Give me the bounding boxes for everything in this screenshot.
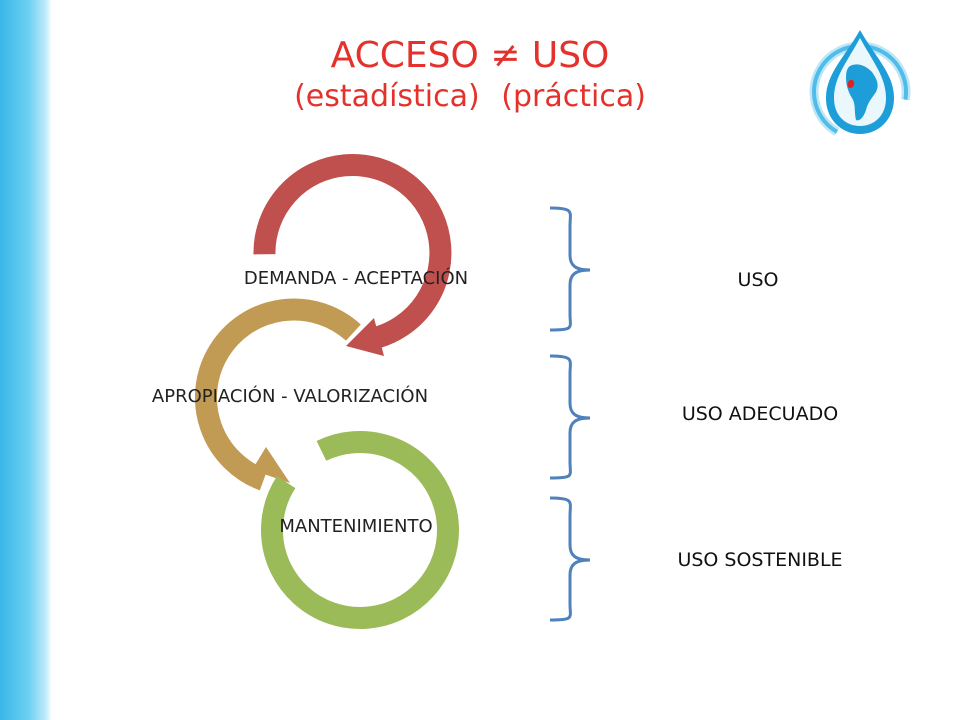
cycle-arrows (194, 153, 459, 629)
title-main: ACCESO ≠ USO (330, 35, 610, 76)
outcome-labels: USO USO ADECUADO USO SOSTENIBLE (677, 269, 842, 571)
cycle-arrow-mantenimiento (261, 431, 459, 629)
slide-title: ACCESO ≠ USO (estadística) (práctica) (250, 34, 690, 115)
subtitle-practice: (práctica) (501, 79, 646, 115)
side-decoration-bar (0, 0, 52, 720)
cycle-label-demanda: DEMANDA - ACEPTACIÓN (244, 267, 468, 289)
outcome-label-uso: USO (738, 269, 779, 291)
outcome-label-uso-sostenible: USO SOSTENIBLE (677, 549, 842, 571)
title-subtitle: (estadística) (práctica) (250, 79, 690, 115)
subtitle-statistics: (estadística) (294, 79, 480, 115)
cycle-label-apropiacion: APROPIACIÓN - VALORIZACIÓN (152, 385, 428, 407)
cycle-arrow-apropiacion (194, 298, 361, 491)
water-drop-america-icon (809, 30, 911, 143)
cycle-labels: DEMANDA - ACEPTACIÓN APROPIACIÓN - VALOR… (152, 267, 468, 537)
brace-uso (549, 206, 591, 332)
brace-uso-sostenible (549, 496, 591, 622)
right-braces (549, 206, 591, 622)
brace-uso-adecuado (549, 354, 591, 480)
cycle-label-mantenimiento: MANTENIMIENTO (279, 516, 432, 537)
cycle-arrow-demanda (253, 153, 452, 356)
outcome-label-uso-adecuado: USO ADECUADO (682, 403, 838, 425)
